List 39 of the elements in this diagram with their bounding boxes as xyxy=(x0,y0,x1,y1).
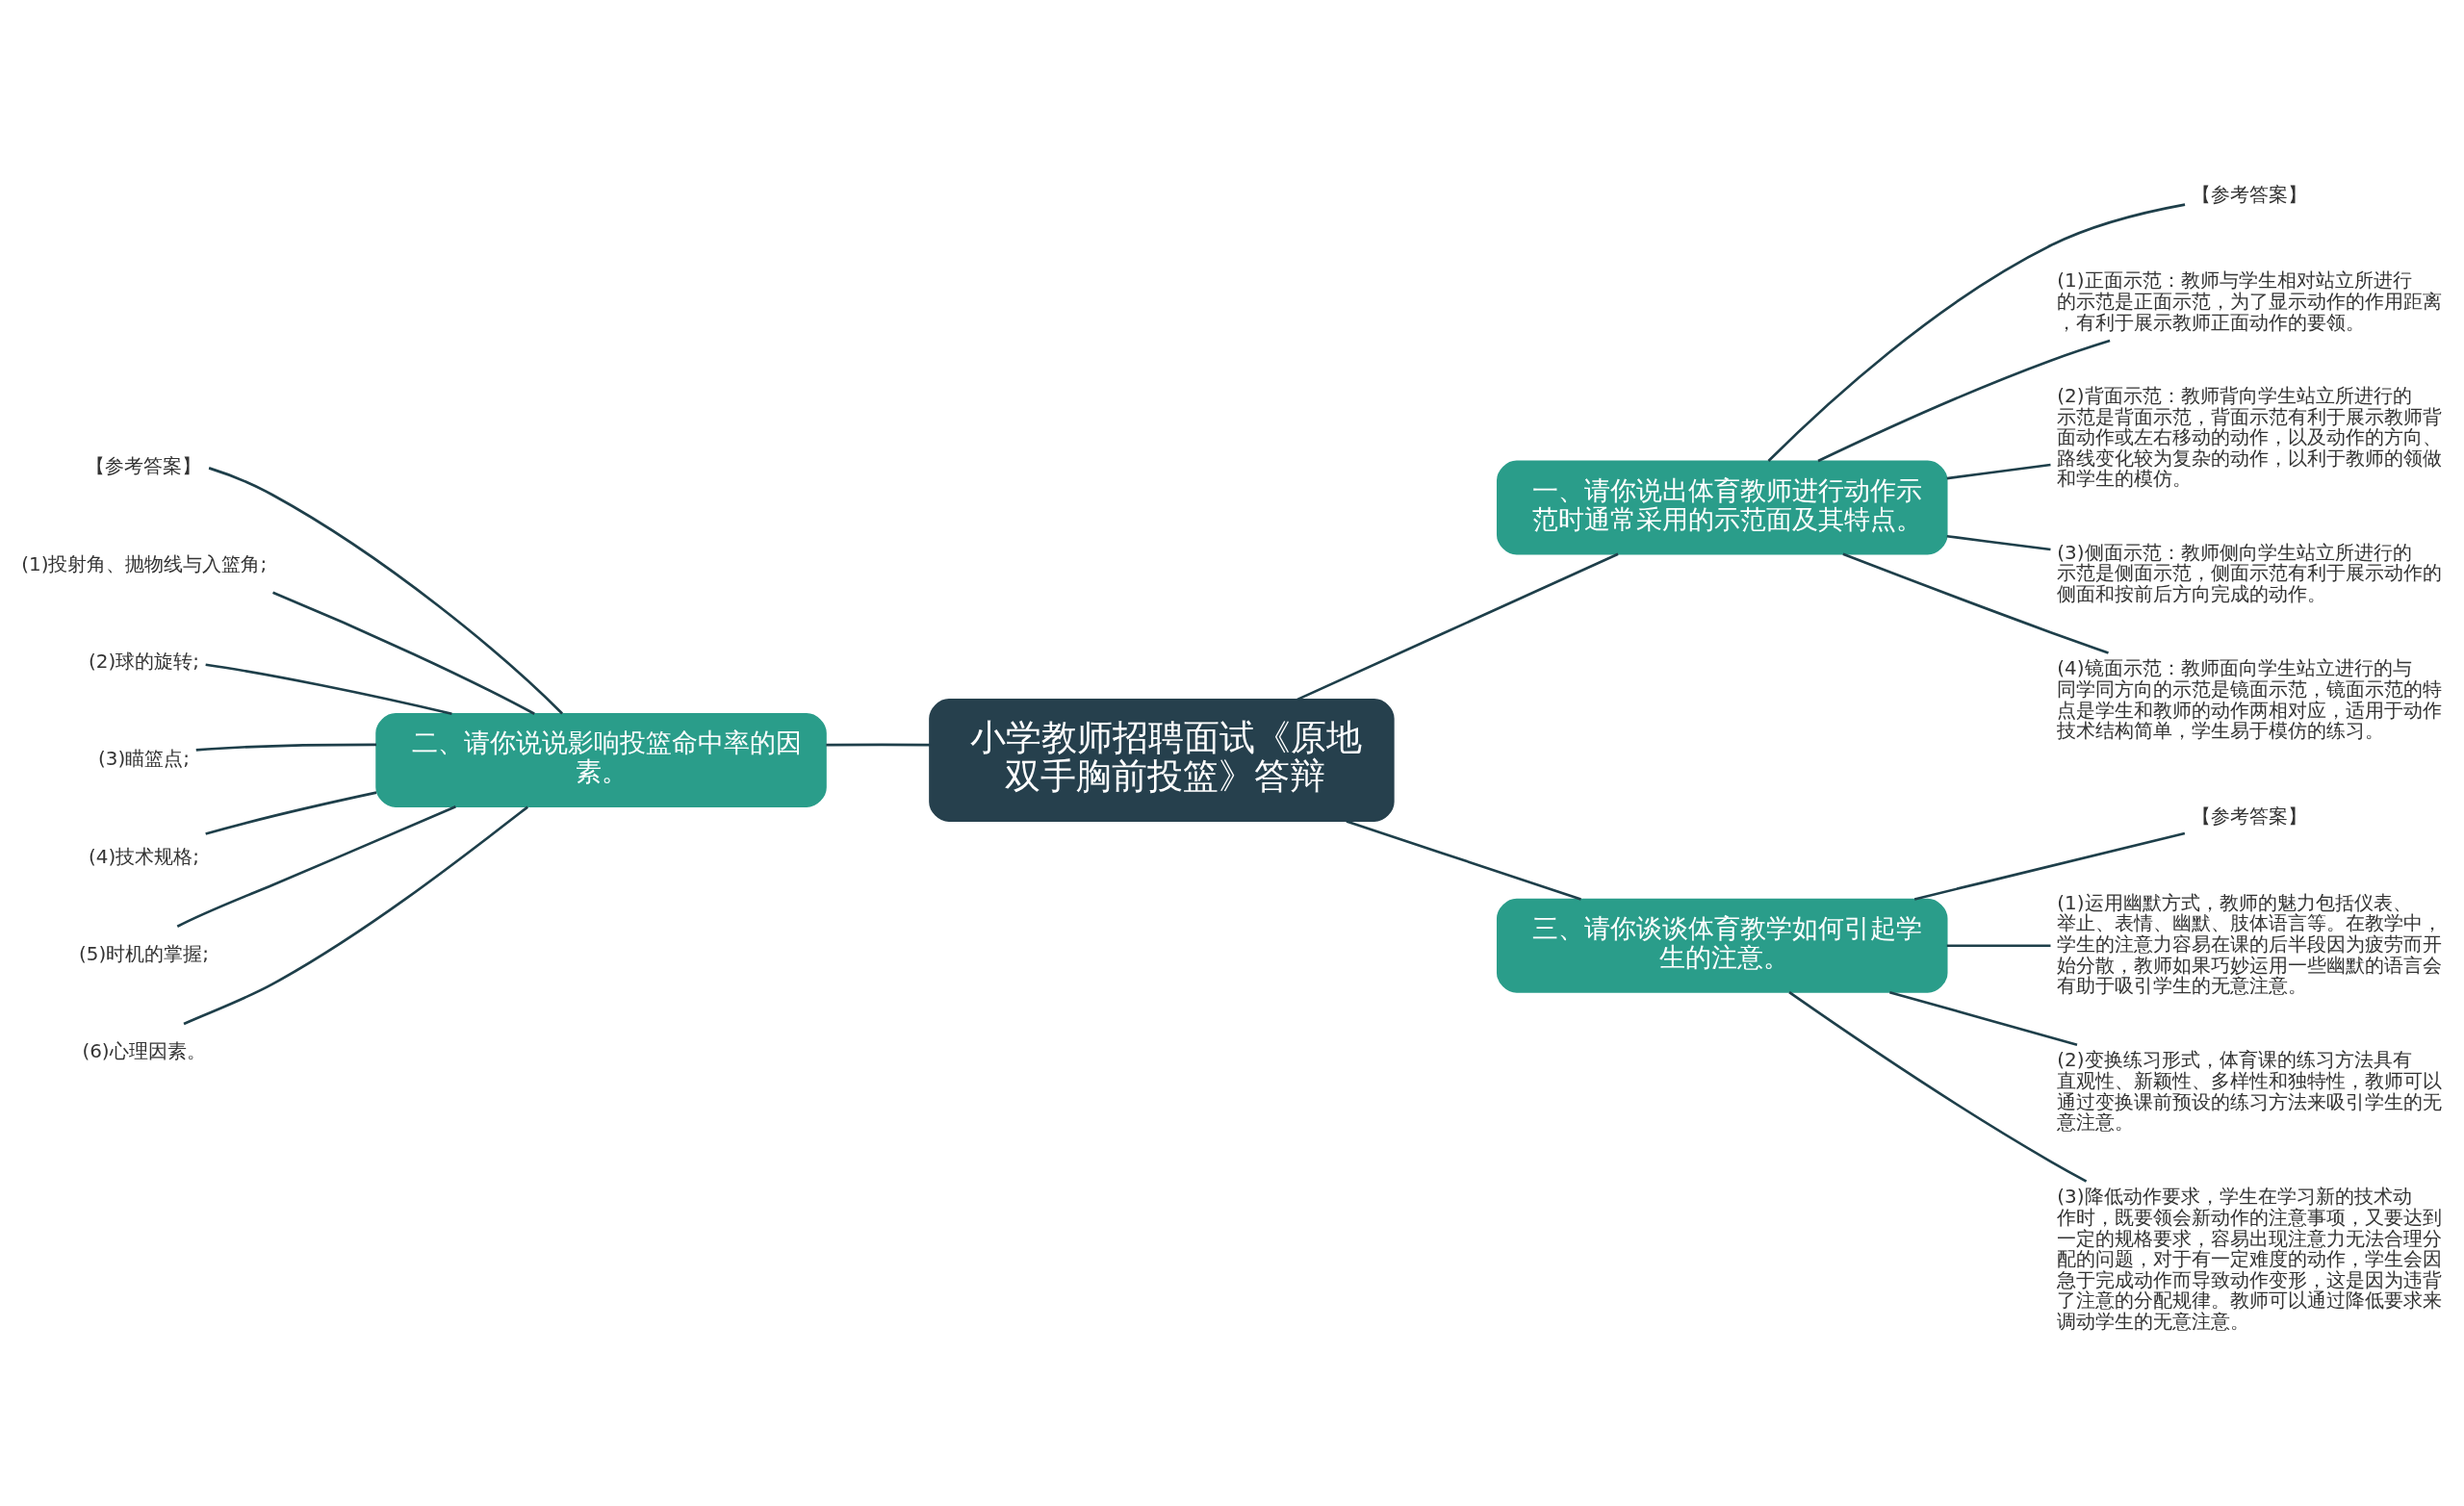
node-box: 小学教师招聘面试《原地双手胸前投篮》答辩 xyxy=(929,698,1395,822)
node-text: (4)技术规格; xyxy=(89,845,199,868)
connector xyxy=(1788,990,2088,1183)
connector xyxy=(1767,202,2186,462)
node-box: 三、请你谈谈体育教学如何引起学生的注意。 xyxy=(1497,898,1948,993)
connector xyxy=(1913,831,2186,901)
node-text: (3)瞄篮点; xyxy=(98,747,190,770)
connector xyxy=(1346,819,1581,901)
node-text: (6)心理因素。 xyxy=(82,1039,206,1062)
connector xyxy=(205,662,452,715)
connector xyxy=(1889,990,2078,1046)
connector xyxy=(272,591,535,715)
node-text: (3)降低动作要求，学生在学习新的技术动作时，既要领会新动作的注意事项，又要达到一定的规格要求，容易出现注意力无法合理分配的问题，对于有一定难度的动作，学生会因急于完成动作而导致动作变形，这是因为违背了注意的分配规律。教师可以通过降低要求来调动学生的无意注意。 xyxy=(2057,1185,2443,1333)
node-text: (1)投射角、抛物线与入篮角; xyxy=(21,552,268,575)
node-box: 一、请你说出体育教师进行动作示范时通常采用的示范面及其特点。 xyxy=(1497,460,1948,555)
node-text: (5)时机的掌握; xyxy=(79,942,209,965)
connector xyxy=(176,804,456,928)
connector xyxy=(1946,534,2051,550)
connector xyxy=(1946,943,2051,947)
connector xyxy=(183,805,528,1025)
node-text: (3)侧面示范：教师侧向学生站立所进行的示范是侧面示范，侧面示范有利于展示动作的侧面和按前后方向完成的动作。 xyxy=(2057,541,2443,605)
node-text: (1)正面示范：教师与学生相对站立所进行的示范是正面示范，为了显示动作的作用距离，有利于展示教师正面动作的要领。 xyxy=(2057,268,2443,334)
connector xyxy=(195,743,377,752)
node-text: 【参考答案】 xyxy=(85,454,201,477)
connector xyxy=(1296,552,1619,701)
connector xyxy=(826,743,930,746)
node-text: (1)运用幽默方式，教师的魅力包括仪表、举止、表情、幽默、肢体语言等。在教学中，学生的注意力容易在课的后半段因为疲劳而开始分散，教师如果巧妙运用一些幽默的语言会有助于吸引学生的无意注意。 xyxy=(2057,891,2443,997)
node-text: 【参考答案】 xyxy=(2191,183,2307,206)
node-box: 二、请你说说影响投篮命中率的因素。 xyxy=(375,712,827,807)
node-text: (4)镜面示范：教师面向学生站立进行的与同学同方向的示范是镜面示范，镜面示范的特点是学生和教师的动作两相对应，适用于动作技术结构简单，学生易于模仿的练习。 xyxy=(2057,656,2443,742)
connector xyxy=(1817,339,2111,462)
connector xyxy=(205,790,377,835)
connector xyxy=(208,466,563,714)
node-text: (2)变换练习形式，体育课的练习方法具有直观性、新颖性、多样性和独特性，教师可以通过变换课前预设的练习方法来吸引学生的无意注意。 xyxy=(2057,1048,2443,1134)
connector xyxy=(1842,552,2109,654)
node-text: (2)背面示范：教师背向学生站立所进行的示范是背面示范，背面示范有利于展示教师背面动作或左右移动的动作，以及动作的方向、路线变化较为复杂的动作，以利于教师的领做和学生的模仿。 xyxy=(2057,384,2443,490)
node-text: 【参考答案】 xyxy=(2191,804,2307,828)
node-text: (2)球的旋转; xyxy=(89,650,199,673)
connector xyxy=(1946,463,2051,479)
